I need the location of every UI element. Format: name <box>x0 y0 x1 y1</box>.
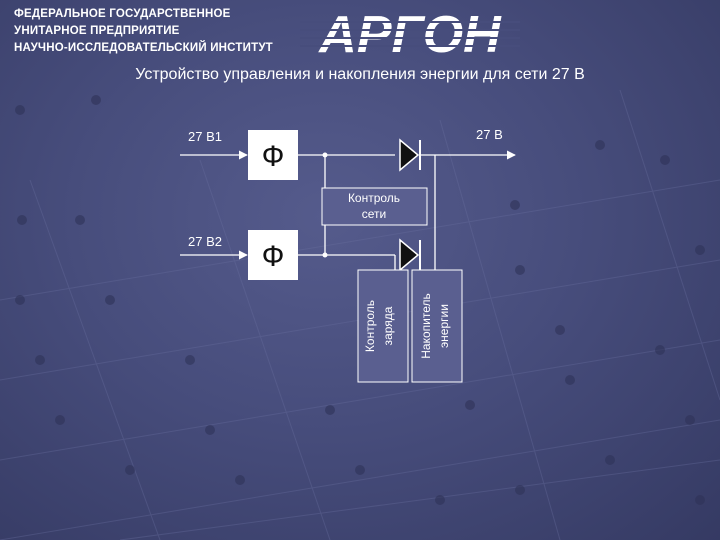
energy-storage-label-1: Накопитель <box>419 293 433 359</box>
network-control-label-2: сети <box>362 207 386 221</box>
junction-dot <box>322 252 328 258</box>
diode-2 <box>399 238 421 272</box>
energy-storage-label-2: энергии <box>437 304 451 348</box>
charge-control-label-1: Контроль <box>363 300 377 352</box>
charge-control-box <box>357 269 409 383</box>
argon-logo: АРГОН <box>300 8 520 58</box>
filter-block-1 <box>248 130 298 180</box>
output-label: 27 В <box>476 127 503 142</box>
charge-control-label-2: заряда <box>381 306 395 345</box>
logo-text: АРГОН <box>317 8 502 58</box>
filter-block-2 <box>248 230 298 280</box>
org-name-line-2: УНИТАРНОЕ ПРЕДПРИЯТИЕ <box>14 25 180 37</box>
network-control-label-1: Контроль <box>348 191 400 205</box>
filter-2-symbol: Ф <box>262 240 285 273</box>
org-name-line-1: ФЕДЕРАЛЬНОЕ ГОСУДАРСТВЕННОЕ <box>14 8 231 20</box>
diode-1 <box>399 138 421 172</box>
network-control-box <box>321 187 428 226</box>
input-1-label: 27 В1 <box>188 129 222 144</box>
page-title: Устройство управления и накопления энерг… <box>135 66 585 83</box>
input-2-label: 27 В2 <box>188 234 222 249</box>
org-name-line-3: НАУЧНО-ИССЛЕДОВАТЕЛЬСКИЙ ИНСТИТУТ <box>14 42 273 54</box>
energy-storage-box <box>411 269 463 383</box>
junction-dot <box>322 152 328 158</box>
filter-1-symbol: Ф <box>262 140 285 173</box>
